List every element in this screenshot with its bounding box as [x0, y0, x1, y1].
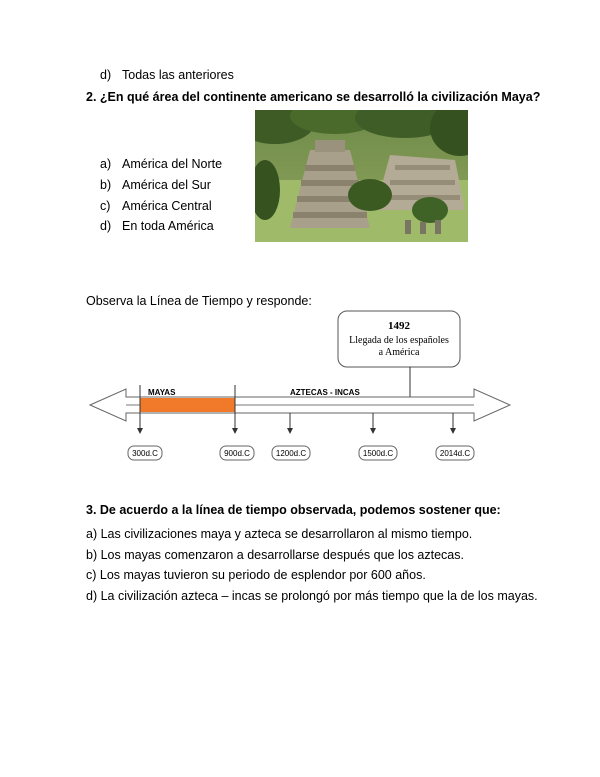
tick-label-900: 900d.C: [219, 445, 255, 461]
option-text: Todas las anteriores: [122, 68, 234, 82]
svg-text:1200d.C: 1200d.C: [276, 449, 306, 458]
option-letter: b): [100, 178, 112, 192]
option-letter: c): [100, 199, 111, 213]
timeline-diagram: 1492 Llegada de los españoles a América …: [88, 310, 512, 461]
q3-option-b: b) Los mayas comenzaron a desarrollarse …: [86, 548, 464, 562]
label-mayas: MAYAS: [148, 388, 176, 397]
q3-option-a: a) Las civilizaciones maya y azteca se d…: [86, 527, 473, 541]
q2-option-c: c) América Central: [100, 199, 212, 213]
option-letter: d): [100, 219, 112, 233]
callout-line-2: a América: [379, 347, 420, 358]
option-text: América del Norte: [122, 157, 223, 171]
svg-text:2014d.C: 2014d.C: [440, 449, 470, 458]
option-letter: a): [100, 157, 112, 171]
callout-box: [337, 310, 461, 368]
q2-option-d: d) En toda América: [100, 219, 214, 233]
timeline-intro: Observa la Línea de Tiempo y responde:: [86, 294, 312, 308]
option-letter: d): [100, 68, 112, 82]
label-aztecas-incas: AZTECAS - INCAS: [290, 388, 360, 397]
option-text: En toda América: [122, 219, 214, 233]
tick-arrows: [137, 385, 456, 434]
q3-option-d: d) La civilización azteca – incas se pro…: [86, 589, 538, 603]
tick-label-1500: 1500d.C: [358, 445, 398, 461]
tick-label-1200: 1200d.C: [271, 445, 311, 461]
callout-year: 1492: [388, 320, 411, 332]
maya-ruins-photo: [255, 110, 468, 242]
option-text: América del Sur: [122, 178, 211, 192]
svg-text:900d.C: 900d.C: [224, 449, 250, 458]
svg-text:300d.C: 300d.C: [132, 449, 158, 458]
q3-option-c: c) Los mayas tuvieron su periodo de espl…: [86, 568, 426, 582]
q1-option-d: d) Todas las anteriores: [100, 68, 234, 82]
question-2-title: 2. ¿En qué área del continente americano…: [86, 90, 541, 104]
tick-label-300: 300d.C: [127, 445, 163, 461]
question-3-title: 3. De acuerdo a la línea de tiempo obser…: [86, 503, 501, 517]
mayas-period-bar: [140, 398, 235, 412]
callout-line-1: Llegada de los españoles: [349, 335, 449, 346]
q2-option-a: a) América del Norte: [100, 157, 222, 171]
option-text: América Central: [122, 199, 212, 213]
tick-label-2014: 2014d.C: [435, 445, 475, 461]
q2-option-b: b) América del Sur: [100, 178, 211, 192]
svg-text:1500d.C: 1500d.C: [363, 449, 393, 458]
